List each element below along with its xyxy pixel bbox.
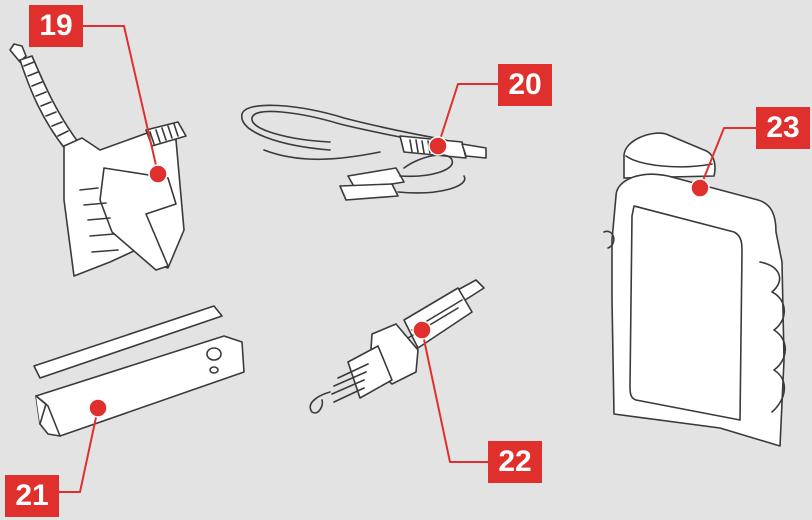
leader-dot-22	[413, 321, 431, 339]
leader-line-22	[422, 330, 488, 462]
spark-plug-icon	[310, 280, 484, 413]
oil-filler-bottle-icon	[10, 44, 186, 276]
callout-19: 19	[29, 5, 83, 47]
callout-21: 21	[5, 475, 59, 517]
leader-dot-21	[89, 399, 107, 417]
callout-20: 20	[498, 64, 552, 106]
callout-22: 22	[488, 441, 542, 483]
leader-dot-23	[691, 179, 709, 197]
leader-dot-19	[149, 165, 167, 183]
spark-plug-wrench-icon	[34, 306, 244, 436]
leader-line-20	[438, 84, 498, 146]
leader-dot-20	[429, 137, 447, 155]
callout-23: 23	[756, 107, 810, 149]
battery-charging-cable-icon	[242, 105, 486, 200]
